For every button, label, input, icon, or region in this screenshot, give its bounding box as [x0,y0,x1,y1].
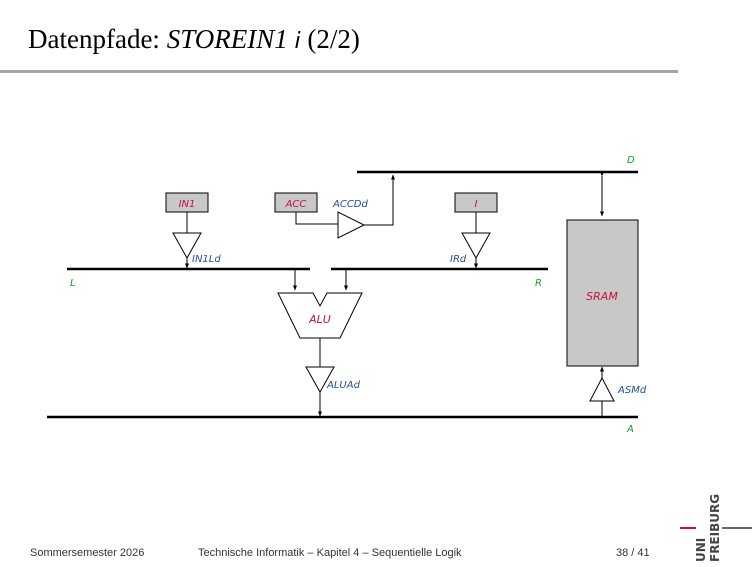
bus-r-label: R [535,278,542,289]
driver-in1ld [172,232,202,260]
footer-course: Technische Informatik – Kapitel 4 – Sequ… [198,547,462,559]
title-instruction: STOREIN1 [166,24,288,54]
title-prefix: Datenpfade: [28,24,167,54]
sram-label: SRAM [586,290,618,303]
driver-in1ld-label: IN1Ld [192,254,221,265]
bus-a-label: A [626,424,634,435]
driver-ird [461,232,491,260]
register-i-label: I [475,199,478,210]
logo-bar-right [722,527,752,529]
university-logo: FREIBURG UNI [680,494,752,562]
logo-bar-left [680,527,696,529]
driver-aluad-label: ALUAd [326,380,361,391]
register-acc-label: ACC [285,199,307,210]
driver-asmd [589,376,615,402]
title-operand: i [294,29,301,54]
title-suffix: (2/2) [300,24,360,54]
bus-d-label: D [627,155,635,166]
bus-l-label: L [70,278,76,289]
driver-asmd-label: ASMd [617,385,647,396]
sram [566,219,639,367]
register-in1-label: IN1 [179,199,196,210]
logo-uni: UNI [694,538,708,562]
alu-label: ALU [308,313,331,326]
logo-freiburg: FREIBURG [708,494,722,562]
alu [277,292,363,339]
footer-page-number: 38 / 41 [616,547,650,559]
driver-accd [337,211,366,239]
driver-aluad [305,366,335,394]
driver-accd-label: ACCDd [332,199,369,210]
driver-ird-label: IRd [450,254,467,265]
slide-title: Datenpfade: STOREIN1 i (2/2) [28,24,360,55]
title-rule [0,70,678,73]
footer-semester: Sommersemester 2026 [30,547,145,559]
